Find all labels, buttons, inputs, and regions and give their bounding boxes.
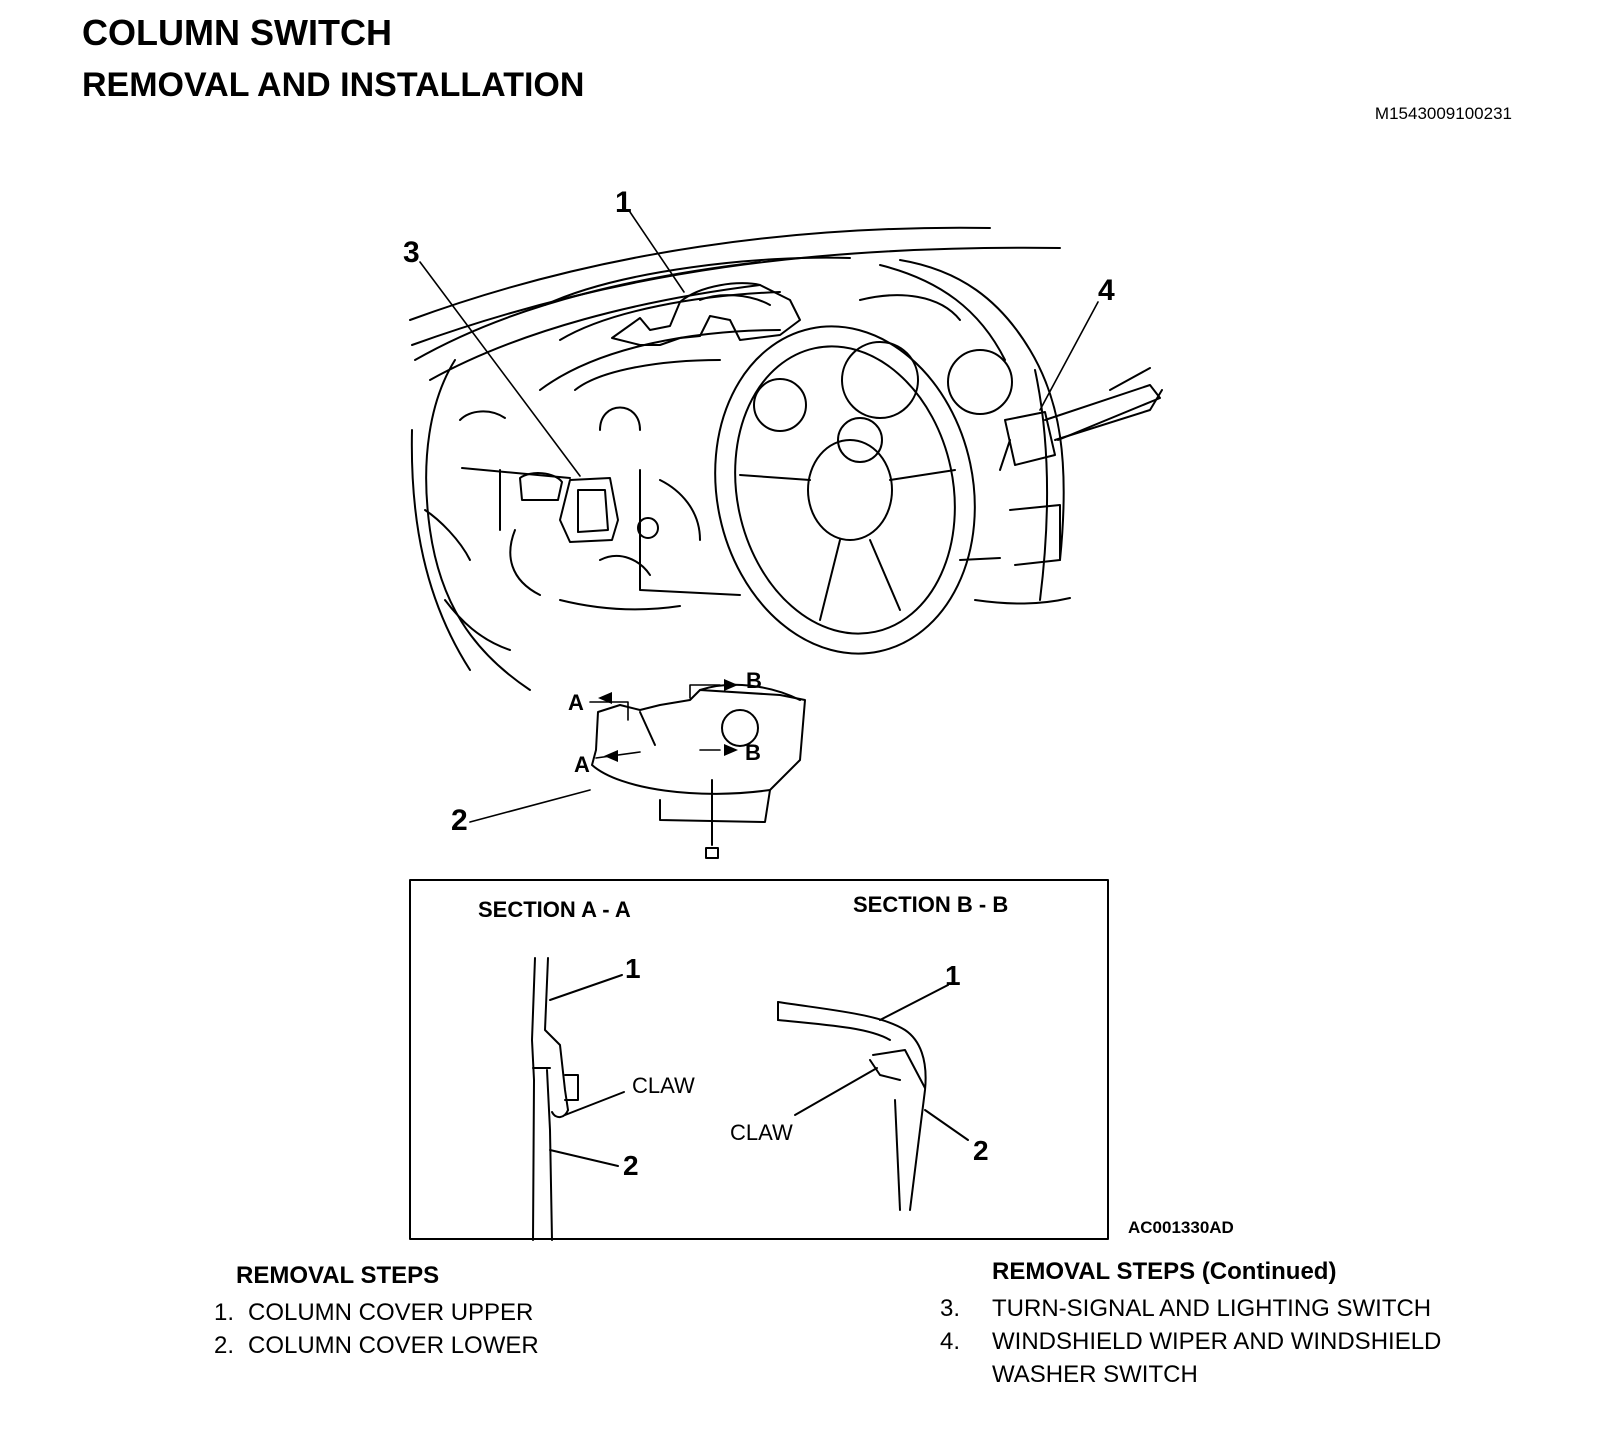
wiper-switch-drawing [999, 367, 1163, 471]
page-subtitle: REMOVAL AND INSTALLATION [82, 66, 585, 104]
section-a-label-2: 2 [623, 1150, 639, 1181]
step-text-line-2: WASHER SWITCH [992, 1361, 1198, 1388]
step-text: COLUMN COVER UPPER [248, 1299, 534, 1326]
section-a-title: SECTION A - A [478, 897, 631, 922]
steering-wheel [714, 325, 976, 655]
step-text: WINDSHIELD WIPER AND WINDSHIELD WASHER S… [992, 1325, 1441, 1391]
removal-steps-continued-list: REMOVAL STEPS (Continued) 3. TURN-SIGNAL… [940, 1258, 1550, 1391]
turn-signal-switch-drawing [461, 467, 659, 543]
list-item: 3. TURN-SIGNAL AND LIGHTING SWITCH [940, 1292, 1550, 1325]
section-b-label-1: 1 [945, 960, 961, 991]
section-a-claw-label: CLAW [632, 1073, 695, 1098]
step-number: 1. [213, 1299, 234, 1326]
callout-3: 3 [403, 236, 420, 269]
column-cover-lower-drawing [591, 683, 806, 859]
column-cover-upper-drawing [611, 282, 801, 346]
arrow-b-bottom [724, 744, 738, 756]
page-title: COLUMN SWITCH [82, 12, 392, 53]
removal-steps-heading: REMOVAL STEPS [236, 1262, 440, 1289]
callout-4: 4 [1098, 274, 1115, 307]
callout-2: 2 [451, 804, 468, 837]
label-a-bottom: A [574, 752, 590, 777]
section-a-label-1: 1 [625, 953, 641, 984]
section-a-drawing [531, 957, 625, 1241]
step-text: COLUMN COVER LOWER [248, 1332, 539, 1359]
leader-lines [419, 211, 1099, 823]
instrument-gauges [753, 341, 1013, 463]
figure-id: AC001330AD [1128, 1218, 1234, 1237]
step-number: 4. [940, 1328, 961, 1355]
section-b-drawing [777, 984, 969, 1211]
list-item: 1. COLUMN COVER UPPER [186, 1296, 539, 1329]
label-b-bottom: B [745, 740, 761, 765]
document-id: M1543009100231 [1374, 104, 1512, 123]
removal-steps-list: REMOVAL STEPS 1. COLUMN COVER UPPER 2. C… [186, 1262, 539, 1362]
step-number: 3. [940, 1295, 961, 1322]
arrow-a-top [598, 692, 612, 704]
arrow-a-bottom [604, 750, 618, 762]
list-item: 4. WINDSHIELD WIPER AND WINDSHIELD WASHE… [940, 1325, 1550, 1391]
section-b-title: SECTION B - B [853, 892, 1008, 917]
dashboard-drawing [409, 226, 1071, 691]
section-b-claw-label: CLAW [730, 1120, 793, 1145]
section-b-label-2: 2 [973, 1135, 989, 1166]
step-number: 2. [213, 1332, 234, 1359]
label-b-top: B [746, 668, 762, 693]
section-arrows [598, 679, 738, 762]
callout-1: 1 [615, 186, 632, 219]
removal-steps-continued-heading: REMOVAL STEPS (Continued) [992, 1258, 1337, 1285]
section-detail-frame [409, 879, 1109, 1240]
label-a-top: A [568, 690, 584, 715]
step-text: TURN-SIGNAL AND LIGHTING SWITCH [992, 1295, 1432, 1322]
step-text-line-1: WINDSHIELD WIPER AND WINDSHIELD [992, 1328, 1442, 1355]
arrow-b-top [724, 679, 738, 691]
list-item: 2. COLUMN COVER LOWER [186, 1329, 539, 1362]
